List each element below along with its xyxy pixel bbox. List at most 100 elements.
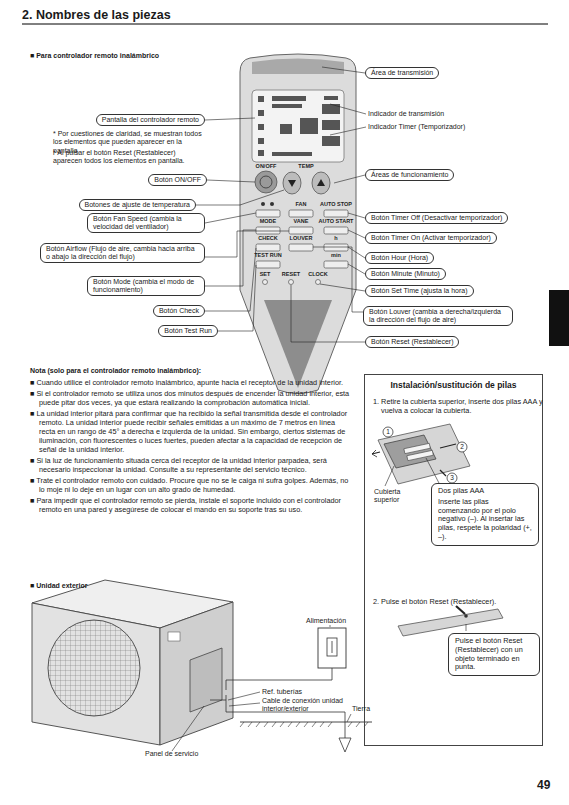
note-heading: Nota (solo para el controlador remoto in… xyxy=(30,367,201,375)
callout-text: Botón Reset (Restablecer) xyxy=(371,338,453,346)
callout-box: Botón Timer On (Activar temporizador) xyxy=(365,232,497,244)
reset-illustration xyxy=(398,609,503,636)
part-label: Cubierta superior xyxy=(374,488,420,505)
note-text: ■ Cuando utilice el controlador remoto i… xyxy=(30,378,352,387)
leader-line xyxy=(291,285,365,342)
leader-line xyxy=(466,624,467,631)
leader-line xyxy=(218,265,256,331)
display-icons xyxy=(258,110,264,116)
battery-illustration xyxy=(440,444,456,448)
button-label: FAN xyxy=(281,202,321,208)
outdoor-unit xyxy=(32,580,233,745)
remote-buttons xyxy=(324,244,348,251)
remote-buttons xyxy=(263,280,268,285)
battery-illustration xyxy=(440,470,446,476)
callout-text: 1. Retire la cubierta superior, inserte … xyxy=(373,397,546,415)
note-text: ■ Si la luz de funcionamiento situada ce… xyxy=(30,456,352,474)
section-heading: ■ Unidad exterior xyxy=(30,582,88,590)
leader-line xyxy=(196,190,284,205)
callout-box: Botón Louver (cambia a derecha/izquierda… xyxy=(363,306,513,326)
callout-box: Botón Hour (Hora) xyxy=(365,252,434,264)
leader-line xyxy=(313,247,363,312)
title-rule xyxy=(22,24,548,25)
power-switch xyxy=(332,641,333,653)
callout-box: Botón Minute (Minuto) xyxy=(365,268,446,280)
leader-line xyxy=(205,118,255,120)
service-panel xyxy=(190,648,222,712)
battery-illustration xyxy=(447,473,457,483)
remote-buttons xyxy=(256,210,280,217)
button-label: CHECK xyxy=(248,236,288,242)
fan-grille xyxy=(48,620,140,716)
leader-line xyxy=(348,213,365,218)
display-icons xyxy=(272,152,312,156)
battery-illustration xyxy=(383,427,393,437)
callout-text: Botón Louver (cambia a derecha/izquierda… xyxy=(369,308,507,324)
unit-plate xyxy=(168,632,180,641)
section-heading: ■ Para controlador remoto inalámbrico xyxy=(30,52,159,60)
part-label: Tierra xyxy=(352,705,370,713)
part-label: Ref. tuberías xyxy=(262,688,302,696)
leader-line xyxy=(172,706,204,751)
leader-line xyxy=(205,213,256,223)
callout-text: Botón Hour (Hora) xyxy=(371,254,428,262)
panel-title: Instalación/sustitución de pilas xyxy=(365,380,542,390)
callout-text: Botón Fan Speed (cambia la velocidad del… xyxy=(93,215,199,231)
on-off-button xyxy=(255,171,277,193)
callout-box: Botón Timer Off (Desactivar temporizador… xyxy=(365,212,508,224)
callout-box: Botón Check xyxy=(153,305,205,317)
display-icons xyxy=(272,96,306,101)
power-switch xyxy=(318,628,346,668)
display-icons xyxy=(258,96,264,102)
callout-box: Botones de ajuste de temperatura xyxy=(79,199,196,211)
callout-text: Botón Minute (Minuto) xyxy=(371,270,440,278)
power-switch xyxy=(318,628,346,668)
remote-lower-panel xyxy=(264,300,332,388)
wiring xyxy=(210,700,226,701)
remote-controller xyxy=(240,54,356,394)
reset-illustration xyxy=(398,606,503,636)
note-text: ■ Para impedir que el controlador remoto… xyxy=(30,496,352,514)
callout-box: Botón Fan Speed (cambia la velocidad del… xyxy=(87,213,205,233)
leader-line xyxy=(196,67,366,342)
callout-text: Inserte las pilas comenzando por el polo… xyxy=(438,498,532,542)
battery-illustration xyxy=(378,424,470,484)
callout-text: Botón Timer Off (Desactivar temporizador… xyxy=(371,214,502,222)
button-label: h xyxy=(316,236,356,242)
wiring xyxy=(226,668,332,690)
leader-line xyxy=(426,458,440,485)
button-label: min xyxy=(316,253,356,259)
remote-buttons xyxy=(324,227,348,234)
part-label: Alimentación xyxy=(306,617,346,625)
leader-line xyxy=(330,625,331,627)
remote-controller xyxy=(260,176,272,188)
transmission-area xyxy=(252,59,344,75)
indicator-label: Indicador Timer (Temporizador) xyxy=(368,123,465,131)
display-icons xyxy=(322,120,340,130)
leader-line xyxy=(348,230,365,238)
leader-line xyxy=(347,714,351,722)
button-label: ON/OFF xyxy=(246,164,286,170)
indicator-label: Indicador de transmisión xyxy=(368,110,444,118)
callout-box: Botón Set Time (ajusta la hora) xyxy=(365,285,474,297)
leader-line xyxy=(320,284,365,291)
battery-illustration xyxy=(372,424,470,486)
display-icons xyxy=(300,118,318,134)
remote-controller xyxy=(317,179,325,186)
callout-text: Botón Timer On (Activar temporizador) xyxy=(371,234,491,242)
display-icons xyxy=(322,104,340,114)
page-number: 49 xyxy=(537,778,550,792)
remote-buttons xyxy=(289,244,313,251)
display-icons xyxy=(324,96,338,100)
button-label: AUTO START xyxy=(316,219,356,225)
section-tab xyxy=(549,290,569,346)
remote-buttons xyxy=(256,261,280,268)
callout-text: Botón Airflow (Flujo de aire, cambia hac… xyxy=(46,245,199,261)
callout-text: Botón Check xyxy=(159,307,199,315)
note-text: ■ La unidad interior pitará para confirm… xyxy=(30,409,352,455)
leader-line xyxy=(228,692,260,700)
display-icons xyxy=(272,104,302,108)
callout-text: Área de transmisión xyxy=(371,69,433,77)
leader-line xyxy=(229,703,260,706)
